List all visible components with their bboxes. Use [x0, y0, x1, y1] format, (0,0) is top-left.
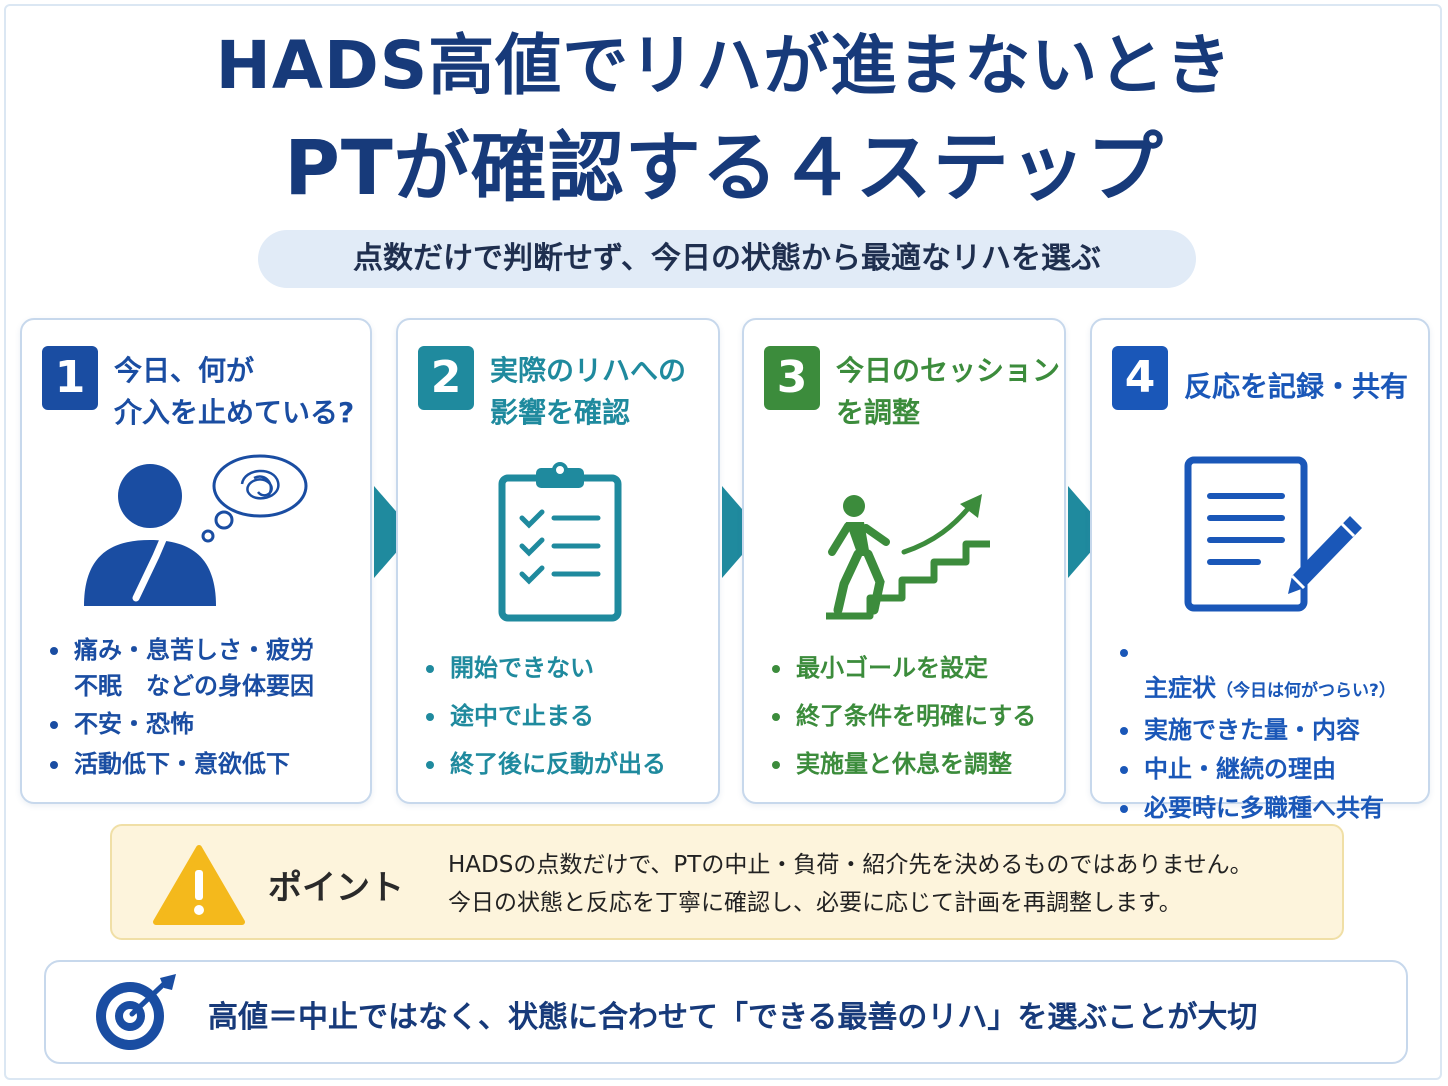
- document-pen-icon: [1184, 456, 1362, 612]
- step-heading-1: 今日、何が 介入を止めている?: [114, 354, 355, 429]
- list-item: 終了後に反動が出る: [424, 746, 666, 782]
- step-card-2: 2 実際のリハへの 影響を確認 開始できない 途中で止まる 終了後に反動が出る: [396, 318, 720, 804]
- step-heading-4: 反応を記録・共有: [1184, 370, 1409, 403]
- page-title-line2: PTが確認する４ステップ: [284, 123, 1164, 212]
- step-heading-2: 実際のリハへの 影響を確認: [490, 354, 687, 429]
- stairs-climbing-icon: [826, 494, 990, 620]
- step-card-3: 3 今日のセッション を調整 最小ゴールを設定 終了条件を明確にする 実施量と休…: [742, 318, 1066, 804]
- step-card-1: 1 今日、何が 介入を止めている? 痛み・息苦しさ・疲労 不眠 などの身体要因 …: [20, 318, 372, 804]
- step-number-2: 2: [418, 346, 474, 410]
- list-item: 中止・継続の理由: [1118, 751, 1396, 787]
- step-number-1: 1: [42, 346, 98, 410]
- conclusion-text: 高値＝中止ではなく、状態に合わせて「できる最善のリハ」を選ぶことが大切: [208, 1000, 1258, 1035]
- step-card-4: 4 反応を記録・共有 主症状（今日は何がつらい?） 実施できた量・内容 中止・継…: [1090, 318, 1430, 822]
- list-item: 終了条件を明確にする: [770, 698, 1036, 734]
- list-item: 実施できた量・内容: [1118, 712, 1396, 748]
- list-item-label: 主症状: [1144, 674, 1216, 702]
- warning-icon: [153, 845, 245, 925]
- list-item-note: （今日は何がつらい?）: [1216, 681, 1396, 701]
- list-item: 主症状（今日は何がつらい?）: [1118, 634, 1396, 709]
- list-item: 実施量と休息を調整: [770, 746, 1036, 782]
- step-heading-3: 今日のセッション を調整: [836, 354, 1061, 429]
- step-list-2: 開始できない 途中で止まる 終了後に反動が出る: [424, 650, 666, 782]
- step-number-4: 4: [1112, 346, 1168, 410]
- list-item: 必要時に多職種へ共有: [1118, 790, 1396, 826]
- list-item: 活動低下・意欲低下: [48, 746, 314, 782]
- list-item: 途中で止まる: [424, 698, 666, 734]
- step-list-1: 痛み・息苦しさ・疲労 不眠 などの身体要因 不安・恐怖 活動低下・意欲低下: [48, 632, 314, 782]
- subtitle-pill: 点数だけで判断せず、今日の状態から最適なリハを選ぶ: [258, 230, 1196, 288]
- list-item: 最小ゴールを設定: [770, 650, 1036, 686]
- step-list-4: 主症状（今日は何がつらい?） 実施できた量・内容 中止・継続の理由 必要時に多職…: [1118, 634, 1396, 826]
- page-title-line1: HADS高値でリハが進まないとき: [215, 27, 1233, 104]
- list-item: 開始できない: [424, 650, 666, 686]
- point-box: ポイント HADSの点数だけで、PTの中止・負荷・紹介先を決めるものではありませ…: [110, 824, 1344, 940]
- point-text: HADSの点数だけで、PTの中止・負荷・紹介先を決めるものではありません。 今日…: [448, 852, 1253, 916]
- page-frame: [4, 4, 1442, 1080]
- point-label: ポイント: [268, 868, 404, 908]
- thinking-person-icon: [84, 454, 308, 606]
- clipboard-checklist-icon: [498, 462, 622, 622]
- step-number-3: 3: [764, 346, 820, 410]
- list-item: 不安・恐怖: [48, 706, 314, 742]
- step-list-3: 最小ゴールを設定 終了条件を明確にする 実施量と休息を調整: [770, 650, 1036, 782]
- target-icon: [96, 974, 176, 1050]
- conclusion-box: 高値＝中止ではなく、状態に合わせて「できる最善のリハ」を選ぶことが大切: [44, 960, 1408, 1064]
- list-item: 痛み・息苦しさ・疲労 不眠 などの身体要因: [48, 632, 314, 704]
